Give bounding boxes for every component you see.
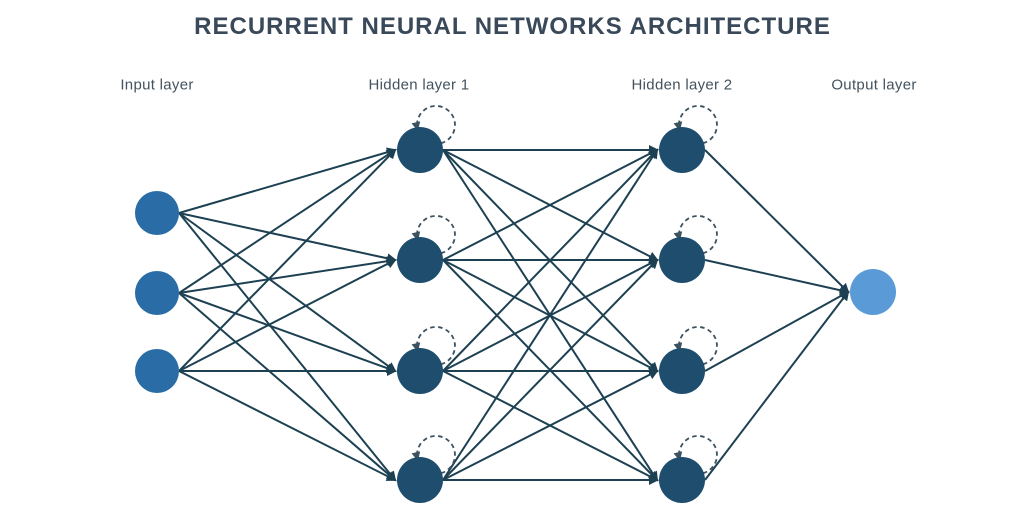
connection-arrow bbox=[704, 149, 850, 294]
connection-arrow bbox=[442, 370, 659, 481]
self-loop-arrow bbox=[411, 326, 456, 366]
edges-layer bbox=[178, 145, 850, 485]
connection-arrow bbox=[442, 148, 659, 481]
connection-arrow bbox=[178, 292, 397, 373]
connection-arrow bbox=[178, 147, 397, 214]
connection-arrow bbox=[704, 290, 850, 481]
input-node-1 bbox=[135, 191, 179, 235]
connection-arrow bbox=[704, 259, 850, 296]
diagram-title: RECURRENT NEURAL NETWORKS ARCHITECTURE bbox=[194, 13, 831, 40]
hidden1-node-2 bbox=[397, 237, 443, 283]
hidden1-node-3 bbox=[397, 348, 443, 394]
hidden1-node-1 bbox=[397, 127, 443, 173]
self-loop-arrow bbox=[673, 326, 718, 366]
self-loop-arrow bbox=[673, 435, 718, 475]
connection-arrow bbox=[178, 256, 397, 294]
label-output-layer: Output layer bbox=[831, 76, 917, 94]
input-node-2 bbox=[135, 271, 179, 315]
hidden1-node-4 bbox=[397, 457, 443, 503]
output-node-1 bbox=[850, 269, 896, 315]
self-loop-arrow bbox=[673, 105, 718, 145]
input-node-3 bbox=[135, 349, 179, 393]
connection-arrow bbox=[178, 370, 397, 481]
connection-arrow bbox=[178, 259, 397, 372]
connection-arrow bbox=[442, 149, 659, 261]
connection-arrow bbox=[178, 292, 397, 482]
hidden2-node-3 bbox=[659, 348, 705, 394]
connection-arrow bbox=[704, 291, 850, 372]
label-input-layer: Input layer bbox=[120, 76, 194, 94]
label-hidden-layer-2: Hidden layer 2 bbox=[631, 76, 733, 94]
connection-arrow bbox=[442, 148, 659, 372]
connection-arrow bbox=[178, 212, 397, 482]
self-loop-arrow bbox=[411, 435, 456, 475]
hidden2-node-1 bbox=[659, 127, 705, 173]
connection-arrow bbox=[178, 148, 397, 372]
connection-arrow bbox=[442, 258, 659, 481]
self-loop-arrow bbox=[411, 215, 456, 255]
connection-arrow bbox=[178, 148, 397, 294]
nodes-layer bbox=[135, 127, 896, 503]
self-loop-arrow bbox=[673, 215, 718, 255]
hidden2-node-2 bbox=[659, 237, 705, 283]
self-loop-arrow bbox=[411, 105, 456, 145]
connection-arrow bbox=[178, 212, 397, 373]
hidden2-node-4 bbox=[659, 457, 705, 503]
label-hidden-layer-1: Hidden layer 1 bbox=[368, 76, 470, 94]
connection-arrow bbox=[178, 212, 397, 264]
self-loops-layer bbox=[411, 105, 718, 475]
